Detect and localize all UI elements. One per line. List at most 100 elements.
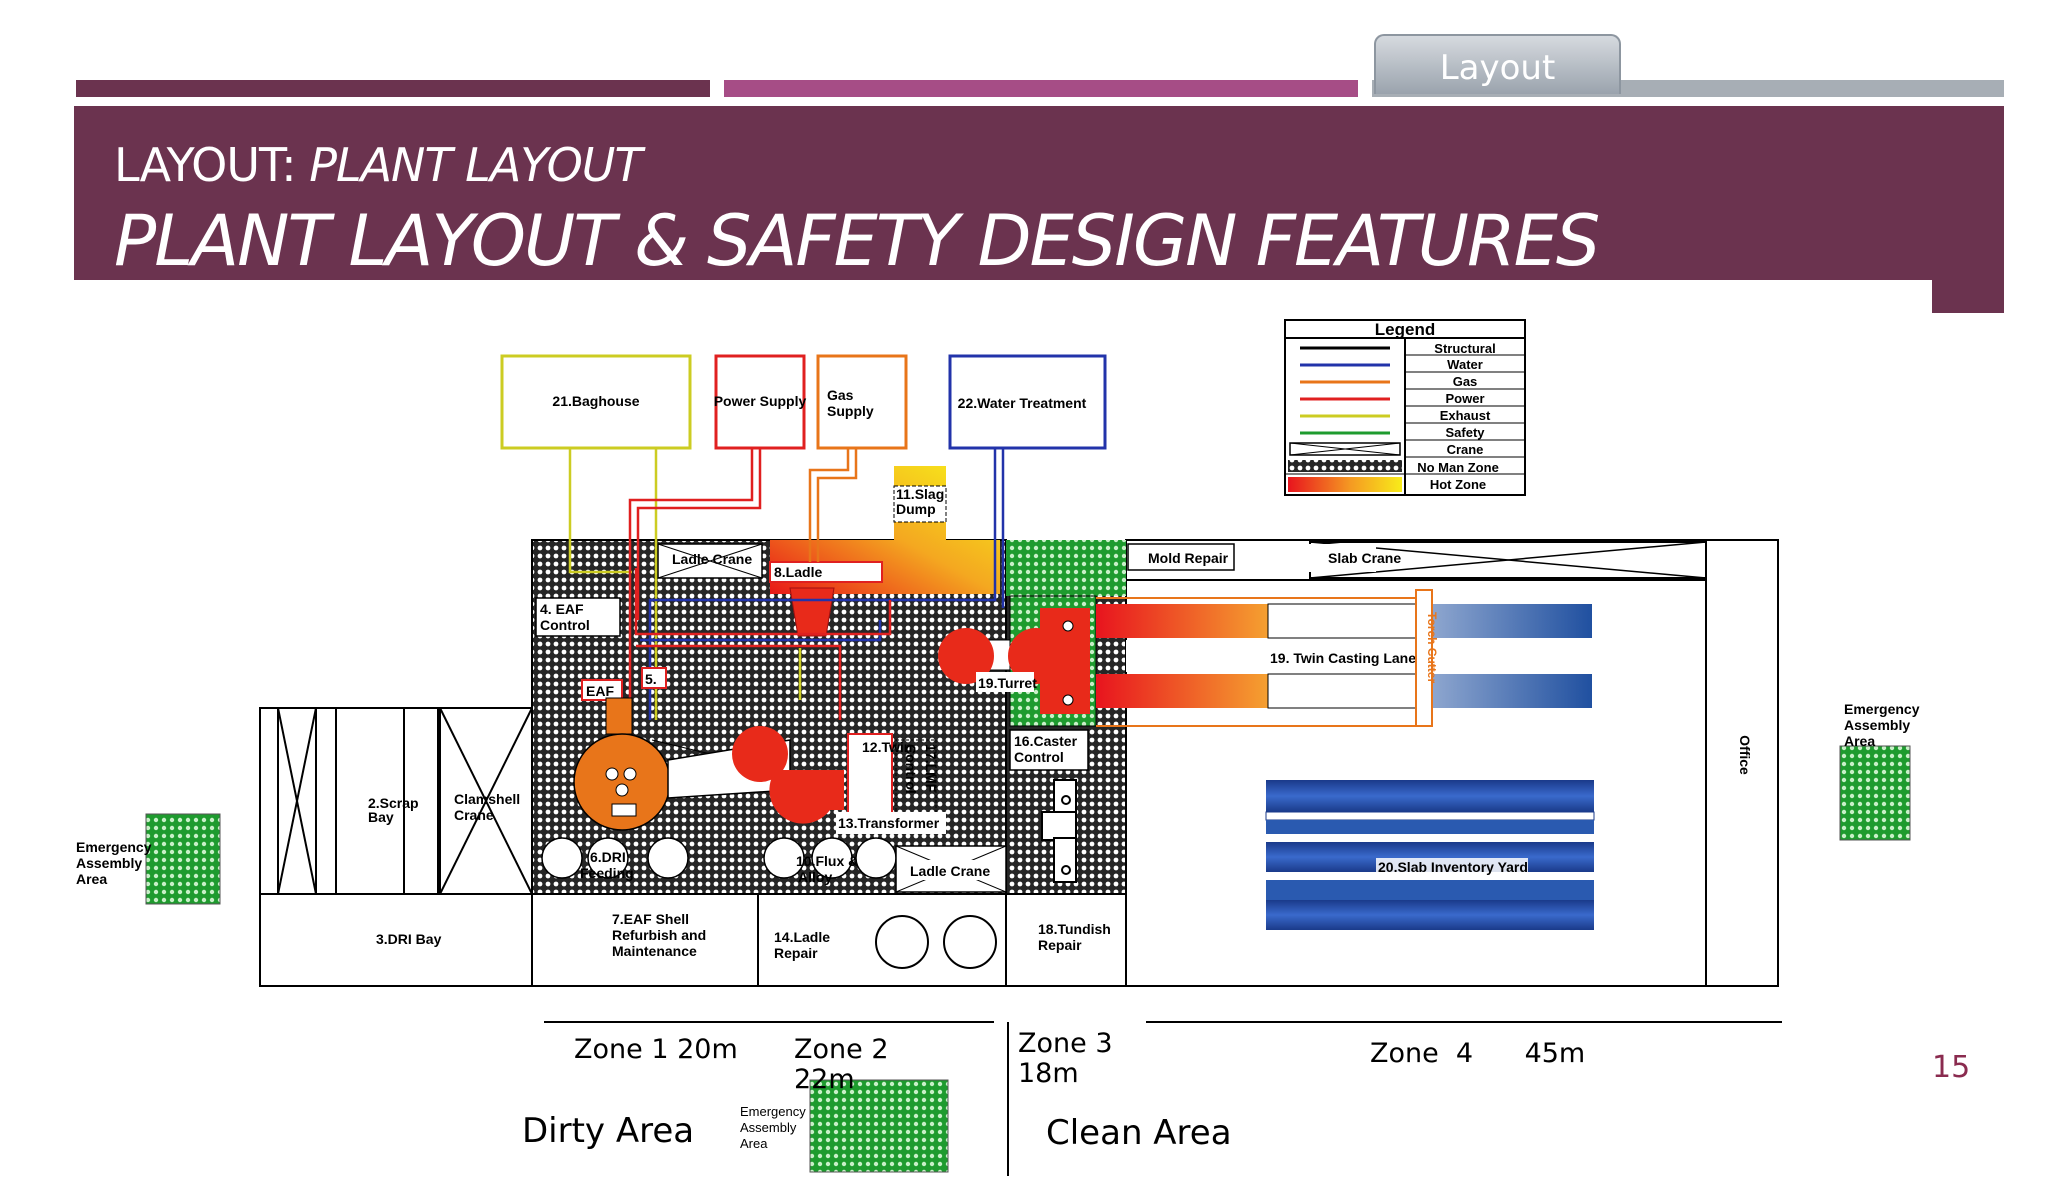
clean-area-label: Clean Area xyxy=(1046,1113,1232,1153)
eaf-shell-label-1: 7.EAF Shell xyxy=(612,911,689,927)
baghouse-box xyxy=(500,354,692,450)
clamshell-crane-label-1: Clamshell xyxy=(454,791,520,807)
bottom-rooms xyxy=(531,893,1127,987)
eaf-control-label-2: Control xyxy=(540,617,590,633)
legend-no-man-zone-swatch xyxy=(1288,460,1402,472)
baghouse-label: 21.Baghouse xyxy=(552,393,639,409)
header-band xyxy=(74,106,2004,280)
legend-item-structural: Structural xyxy=(1434,341,1495,356)
power-supply-box xyxy=(714,354,806,450)
transformer-label: 13.Transformer xyxy=(838,815,940,831)
eaf-shell-label-3: Maintenance xyxy=(612,943,697,959)
dirty-area-label: Dirty Area xyxy=(522,1111,694,1151)
legend-item-safety: Safety xyxy=(1445,425,1485,440)
five-label: 5. xyxy=(645,671,657,687)
zone2-label-1: Zone 2 xyxy=(794,1034,889,1065)
clamshell-crane-label-2: Crane xyxy=(454,807,494,823)
top-bar-pink xyxy=(724,80,1358,97)
office-label: Office xyxy=(1737,735,1753,775)
twin-casting-lanes xyxy=(1096,597,1592,727)
slab-inventory-yard xyxy=(1265,780,1595,930)
dri-bay-label: 3.DRI Bay xyxy=(376,931,442,947)
eaf-control-label-1: 4. EAF xyxy=(540,601,584,617)
section-tab-label: Layout xyxy=(1439,48,1556,88)
legend-item-power: Power xyxy=(1445,391,1484,406)
power-supply-label: Power Supply xyxy=(714,393,807,409)
ladle-label: 8.Ladle xyxy=(774,564,822,580)
legend-hot-zone-swatch xyxy=(1288,477,1402,492)
tundish-repair-label-1: 18.Tundish xyxy=(1038,921,1111,937)
emergency-bottom-label-1: Emergency xyxy=(740,1104,806,1119)
twin-casting-label: 19. Twin Casting Lane xyxy=(1270,650,1416,666)
slab-crane-label: Slab Crane xyxy=(1328,550,1401,566)
header-band-tail xyxy=(1932,270,2004,313)
emergency-right-label-1: Emergency xyxy=(1844,701,1920,717)
ladle-repair-label-2: Repair xyxy=(774,945,818,961)
water-treatment-box xyxy=(948,354,1107,450)
emergency-left-label-2: Assembly xyxy=(76,855,142,871)
scrap-bay-label-1: 2.Scrap xyxy=(368,795,419,811)
slag-dump-label-2: Dump xyxy=(896,501,936,517)
transformer-vessel xyxy=(769,770,844,824)
twin-label: 12.Twin xyxy=(862,739,912,755)
water-treatment-label: 22.Water Treatment xyxy=(958,395,1087,411)
torch-cutter-label: Torch Cutter xyxy=(1425,612,1439,683)
emergency-area-bottom xyxy=(809,1079,949,1173)
zone3-label-2: 18m xyxy=(1018,1058,1079,1089)
legend-item-water: Water xyxy=(1447,357,1483,372)
subtitle-emphasis: PLANT LAYOUT xyxy=(309,138,642,192)
dri-feeding-label-1: 6.DRI xyxy=(590,849,626,865)
eaf-box xyxy=(581,679,623,701)
eaf-control-box xyxy=(535,597,621,637)
tundish-car xyxy=(1041,779,1077,883)
caster-control-label-1: 16.Caster xyxy=(1014,733,1078,749)
legend: Legend Structural Water Gas Power Exhaus… xyxy=(1284,319,1526,496)
torch-cutter-box xyxy=(1415,589,1433,727)
slide-subtitle: LAYOUT: PLANT LAYOUT xyxy=(114,138,643,192)
turret-label: 19.Turret xyxy=(978,675,1037,691)
ladle-furnace-a xyxy=(732,726,788,782)
caster-control-label-2: Control xyxy=(1014,749,1064,765)
emergency-area-left xyxy=(145,813,221,905)
legend-item-no-man-zone: No Man Zone xyxy=(1417,460,1499,475)
page-number: 15 xyxy=(1932,1050,1971,1085)
eaf-shell-label-2: Refurbish and xyxy=(612,927,706,943)
zone-markers xyxy=(544,1021,1782,1176)
lmf-label: 17.LMF xyxy=(923,744,939,793)
ladle-repair-label-1: 14.Ladle xyxy=(774,929,830,945)
emergency-bottom-label-2: Assembly xyxy=(740,1120,797,1135)
scrap-area xyxy=(259,707,1778,987)
flux-label-2: Alloy xyxy=(798,869,832,885)
slag-dump-label-1: 11.Slag xyxy=(896,486,944,502)
ladle-crane-bottom-label: Ladle Crane xyxy=(910,863,990,879)
zone3-label-1: Zone 3 xyxy=(1018,1028,1113,1059)
gas-supply-label-2: Supply xyxy=(827,403,874,419)
eaf-furnace xyxy=(573,697,671,831)
subtitle-prefix: LAYOUT: xyxy=(114,138,297,192)
tundish-repair-label-2: Repair xyxy=(1038,937,1082,953)
zone2-label-2: 22m xyxy=(794,1064,855,1095)
mold-repair-label: Mold Repair xyxy=(1148,550,1229,566)
ladle-crane-top-label: Ladle Crane xyxy=(672,551,752,567)
mold-repair-box xyxy=(1127,543,1235,571)
legend-crane-swatch xyxy=(1289,442,1401,456)
legend-item-gas: Gas xyxy=(1453,374,1478,389)
mold-repair-safety xyxy=(1006,540,1126,596)
legend-title: Legend xyxy=(1375,320,1435,339)
slab-inventory-label: 20.Slab Inventory Yard xyxy=(1378,859,1528,875)
caster-control-box xyxy=(1009,729,1089,771)
ladle-vessel xyxy=(789,587,835,637)
section-tab[interactable]: Layout xyxy=(1374,34,1621,94)
dri-feeding-label-2: Feeding xyxy=(580,865,634,881)
emergency-area-right xyxy=(1839,745,1911,841)
emergency-right-label-3: Area xyxy=(1844,733,1875,749)
flux-label-1: 10.Flux & xyxy=(796,853,858,869)
lmf-control-label: Control xyxy=(903,744,919,794)
utility-buildings: 21.Baghouse Power Supply Gas Supply 22.W… xyxy=(500,354,1107,450)
legend-item-crane: Crane xyxy=(1447,442,1484,457)
turret xyxy=(938,595,1097,727)
gas-supply-box xyxy=(816,354,908,450)
scrap-bay-label-2: Bay xyxy=(368,809,394,825)
eaf-label: EAF xyxy=(586,683,614,699)
